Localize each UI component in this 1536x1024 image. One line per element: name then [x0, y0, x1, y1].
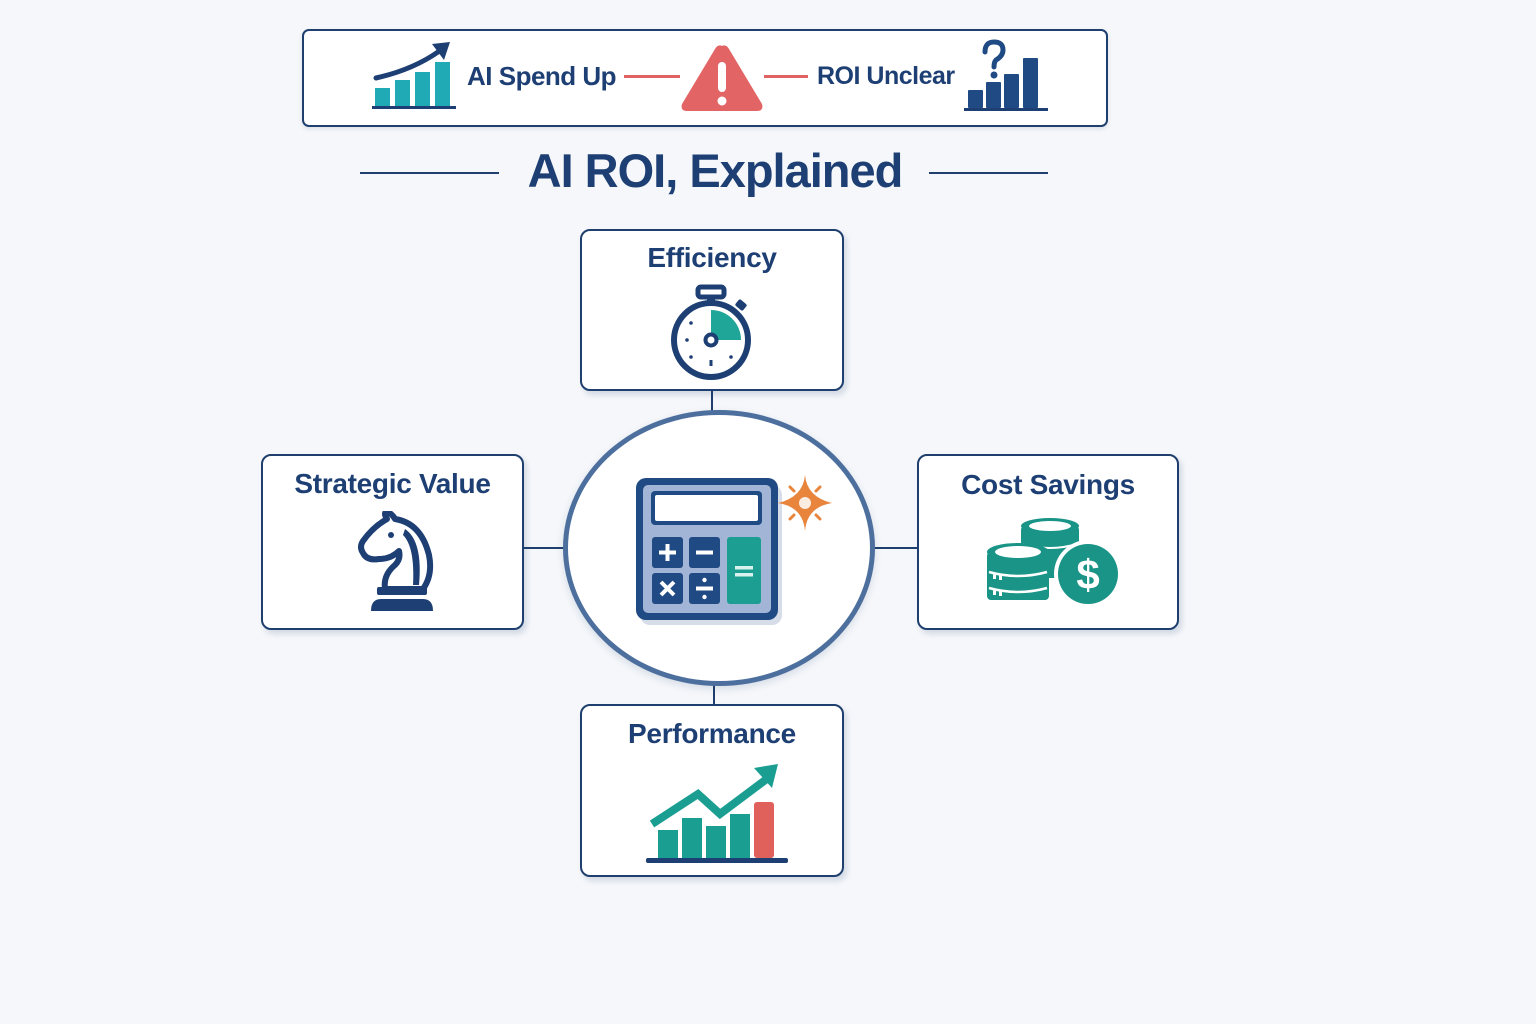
connector-right [873, 547, 919, 549]
calculator-sparkle-icon [636, 475, 832, 625]
chess-knight-icon [358, 511, 434, 611]
question-bar-chart-icon [964, 39, 1048, 111]
warning-triangle-icon [681, 45, 763, 111]
card-cost-savings: Cost Savings $ [917, 454, 1179, 630]
rising-bar-chart-icon [372, 42, 456, 109]
dollar-symbol: $ [1076, 551, 1099, 598]
connector-bottom [713, 684, 715, 706]
coins-dollar-icon: $ [987, 518, 1122, 608]
card-efficiency: Efficiency [580, 229, 844, 391]
card-strategic-value-label: Strategic Value [294, 468, 491, 499]
card-performance-label: Performance [628, 718, 796, 749]
card-strategic-value: Strategic Value [261, 454, 524, 630]
card-efficiency-label: Efficiency [647, 242, 777, 273]
title-rule-right [929, 172, 1048, 174]
card-cost-savings-label: Cost Savings [961, 469, 1135, 500]
banner-connector-right [764, 75, 808, 78]
growth-chart-icon [646, 764, 788, 863]
connector-left [523, 547, 565, 549]
connector-top [711, 390, 713, 412]
banner-right-label: ROI Unclear [817, 62, 955, 90]
page-title: AI ROI, Explained [527, 144, 904, 197]
stopwatch-icon [671, 284, 751, 380]
title-rule-left [360, 172, 499, 174]
card-performance: Performance [580, 704, 844, 877]
banner-connector-left [624, 75, 680, 78]
banner-left-label: AI Spend Up [467, 61, 617, 91]
